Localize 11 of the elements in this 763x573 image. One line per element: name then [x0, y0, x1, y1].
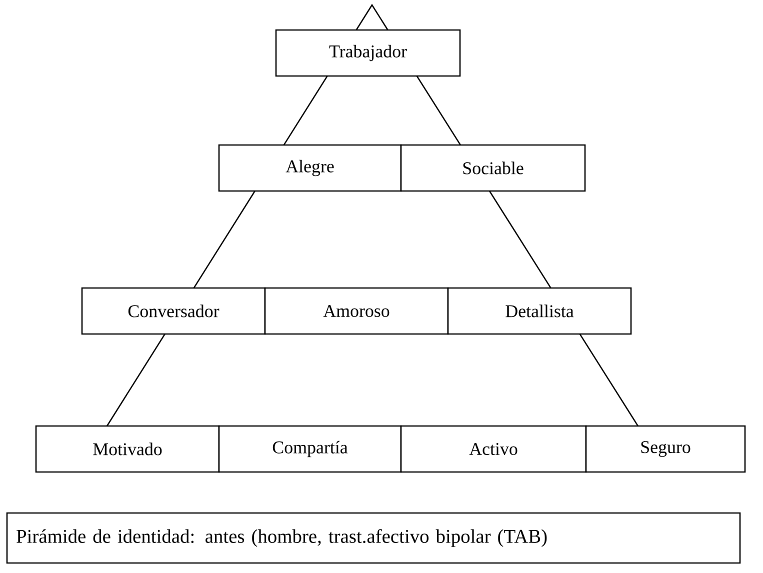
- trait-box: Detallista: [447, 287, 632, 335]
- trait-box: Trabajador: [275, 29, 461, 77]
- trait-box: Activo: [400, 425, 587, 473]
- trait-box: Motivado: [35, 425, 220, 473]
- trait-box: Sociable: [400, 144, 586, 192]
- trait-box: Seguro: [585, 425, 746, 473]
- trait-box: Compartía: [218, 425, 402, 473]
- trait-box: Conversador: [81, 287, 266, 335]
- caption-box: Pirámide de identidad: antes (hombre, trast.afectivo bipolar (TAB): [6, 512, 741, 564]
- trait-box: Amoroso: [264, 287, 449, 335]
- trait-box: Alegre: [218, 144, 402, 192]
